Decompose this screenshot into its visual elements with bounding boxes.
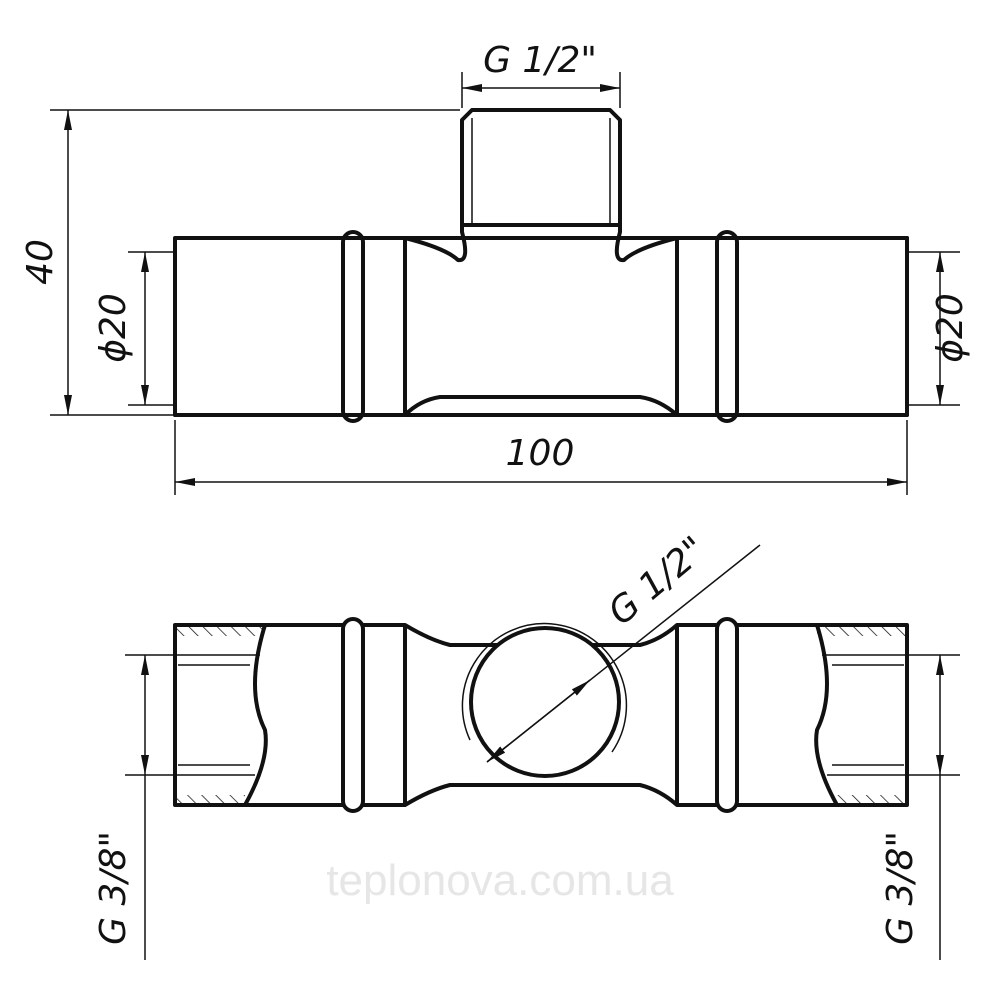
- right-thread-label: G 3/8": [880, 831, 921, 945]
- height-label: 40: [20, 239, 61, 285]
- dimension-lines-bottom: [125, 544, 960, 960]
- top-view-section: [173, 617, 909, 813]
- right-diameter-label: ϕ20: [930, 293, 971, 363]
- watermark: teplonova.com.ua: [326, 856, 674, 905]
- side-view: [173, 108, 909, 423]
- dimension-lines-top: [50, 72, 960, 495]
- top-branch-thread-label: G 1/2": [483, 40, 597, 81]
- length-label: 100: [506, 433, 575, 474]
- left-thread-label: G 3/8": [93, 831, 134, 945]
- bottom-branch-thread-label: G 1/2": [601, 529, 715, 634]
- left-diameter-label: ϕ20: [93, 293, 134, 363]
